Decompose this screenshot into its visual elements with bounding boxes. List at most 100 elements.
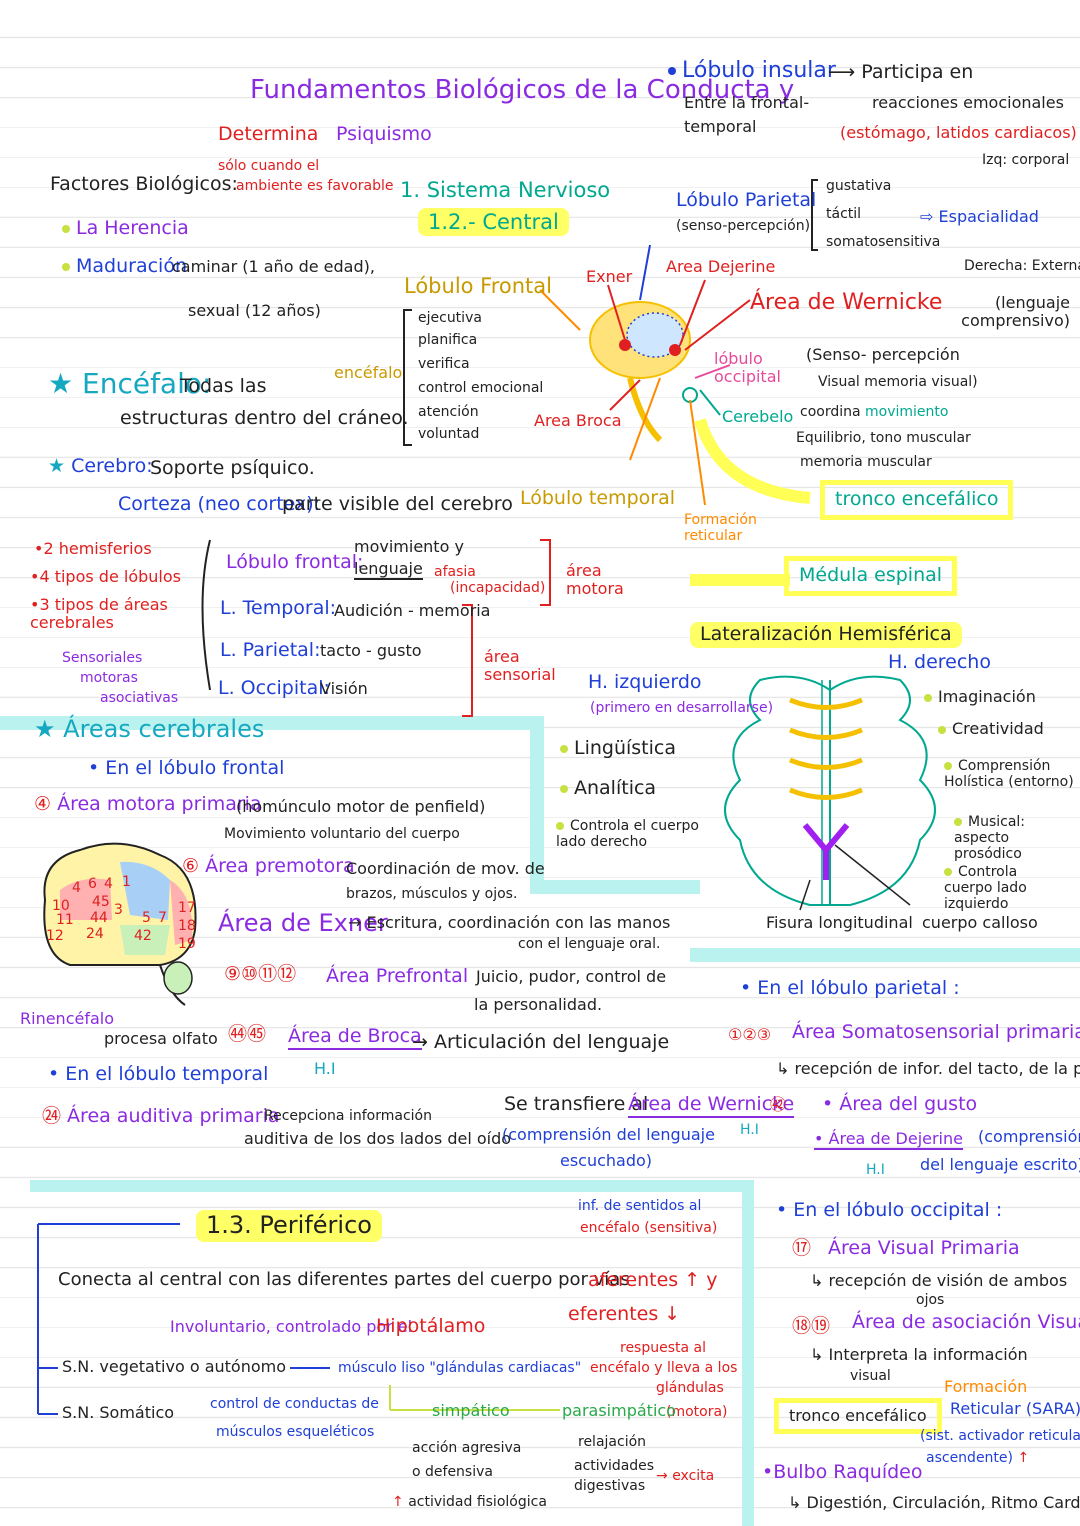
area-premotora: ⑥ Área premotora [182,855,355,877]
label-broca: Area Broca [534,411,622,430]
page-title: Fundamentos Biológicos de la Conducta y [250,75,795,105]
visual-number: ⑰ [792,1237,812,1259]
wernicke-desc-2: escuchado) [560,1151,653,1170]
insular-entre-1: Entre la frontal- [684,93,810,112]
area-motora-sub: Movimiento voluntario del cuerpo [224,826,460,842]
arrow-up-icon: ↑ [392,1494,409,1510]
area-number: 1 [122,874,131,890]
occipital-desc-2: Visual memoria visual) [818,374,978,390]
area-number: 18 [178,918,196,934]
arrow-up-icon: ↑ [678,1269,701,1291]
star-icon: ★ [48,455,72,477]
lobe-area-sensorial: área sensorial [484,647,556,685]
area-number: 6 [88,876,97,892]
label-parietal-sub: (senso-percepción) [676,218,811,234]
hemis-sub: motoras [80,670,138,686]
encefalo-side-label: encéfalo [334,363,403,382]
hemisferio-izq-sub: (primero en desarrollarse) [590,700,774,716]
sistema-title: 1. Sistema Nervioso [400,178,611,202]
parietal-der: Derecha: Externa [964,258,1080,274]
arrow-down-right-icon: ↳ [810,1271,829,1290]
medula-espinal-box: Médula espinal [784,556,958,596]
area-exner-desc: → Escritura, coordinación con las manos [348,913,671,932]
area-prefrontal-desc: Juicio, pudor, control de [476,967,667,986]
label-formacion-reticular: Formación reticular [684,512,757,545]
hemis-item: •4 tipos de lóbulos [30,567,181,586]
periferico-title: 1.3. Periférico [196,1210,382,1242]
arrow-right-icon: → [656,1468,673,1484]
brain-sketch-top [589,301,698,443]
cerebelo-desc-3: memoria muscular [800,454,932,470]
area-number: 42 [134,928,152,944]
sist-label: (sist. activador reticular [920,1428,1080,1444]
cuerpo-calloso: cuerpo calloso [922,913,1038,932]
bulbo-raquideo: •Bulbo Raquídeo [762,1461,923,1483]
area-number: 44 [90,910,108,926]
lobe-parietal: L. Parietal: [220,639,321,661]
divider-band-top [0,716,540,730]
control-conductas: control de conductas de [210,1396,379,1412]
periferico-inf-sentidos: inf. de sentidos al [578,1198,702,1214]
fisura-longitudinal: Fisura longitudinal [766,913,913,932]
lobe-temporal: L. Temporal: [220,597,337,619]
der-item: Musical: aspecto prosódico [954,814,1026,863]
title-condicion-2: ambiente es favorable [236,178,394,194]
frontal-item: ejecutiva [418,310,482,326]
periferico-encefalo-lleva: encéfalo y lleva a los [590,1360,738,1376]
arrow-right-icon: ⟶ [828,61,862,83]
label-wernicke: Área de Wernicke [750,290,943,315]
area-auditiva: ㉔ Área auditiva primaria [42,1105,280,1127]
asoc-numbers: ⑱⑲ [792,1315,831,1337]
frontal-item: voluntad [418,426,480,442]
hemispheres-sketch [724,675,936,911]
periferico-involuntario: Involuntario, controlado por el [170,1317,413,1336]
area-prefrontal-desc-2: la personalidad. [474,995,603,1014]
arrow-down-icon: ↓ [658,1303,681,1325]
lobe-frontal: Lóbulo frontal: [226,551,364,573]
star-icon: ★ [48,367,83,400]
arrow-down-right-icon: ↳ [788,1493,807,1512]
hemisferio-der: H. derecho [888,651,991,673]
area-exner: Área de Exner [218,909,388,937]
area-premotora-desc: Coordinación de mov. de [346,859,545,878]
wernicke-hi: H.I [740,1122,759,1138]
hemis-sub: Sensoriales [62,650,143,666]
izq-item: Controla el cuerpo lado derecho [556,818,699,851]
area-asociacion-visual: Área de asociación Visual [852,1311,1080,1333]
area-asociacion-desc-2: visual [850,1368,891,1384]
parasimpatico: parasimpático [562,1401,676,1420]
cerebelo-desc-1: coordina movimiento [800,404,949,420]
area-motora: ④ Área motora primaria [34,793,262,815]
divider-band-bottom-vertical [742,1180,754,1526]
area-broca: Área de Broca [288,1025,422,1050]
frontal-item: atención [418,404,479,420]
parietal-izq: Izq: corporal [982,152,1070,168]
area-motora-desc: (homúnculo motor de penfield) [236,797,486,816]
arrow-up-icon: ↑ [1013,1450,1030,1466]
area-number: 24 [86,926,104,942]
corteza-label: Corteza (neo cortex): [118,493,321,515]
periferico-respuesta: respuesta al [620,1340,707,1356]
factor-sexual: sexual (12 años) [188,301,321,320]
periferico-motora: (motora) [666,1404,728,1420]
sn-vegetativo: S.N. vegetativo o autónomo [62,1357,287,1376]
label-lobulo-occipital: lóbulo occipital [714,349,781,387]
parietal-func: táctil [826,206,862,222]
formacion-label: Formación [944,1377,1028,1396]
soma-numbers: ①②③ [728,1025,772,1044]
periferico-glandulas: glándulas [656,1380,724,1396]
insular-title: Lóbulo insular [668,58,836,83]
lobe-afasia: afasia [434,564,476,580]
title-condicion-1: sólo cuando el [218,158,320,174]
tronco-encefalico-box-bottom: tronco encefálico [774,1398,942,1435]
arrow-down-right-icon: ↳ [810,1345,829,1364]
hemisferio-izq: H. izquierdo [588,671,702,693]
lobe-frontal-desc-1: movimiento y [354,537,464,556]
circled-number: ④ [34,793,58,815]
area-somatosensorial-desc: ↳ recepción de infor. del tacto, de la p… [776,1059,1080,1078]
arrow-right-icon: ⇨ [920,207,939,226]
areas-title: ★ Áreas cerebrales [34,715,265,743]
broca-hi: H.I [314,1059,336,1078]
bulbo-desc: ↳ Digestión, Circulación, Ritmo Cardiaco [788,1493,1080,1512]
